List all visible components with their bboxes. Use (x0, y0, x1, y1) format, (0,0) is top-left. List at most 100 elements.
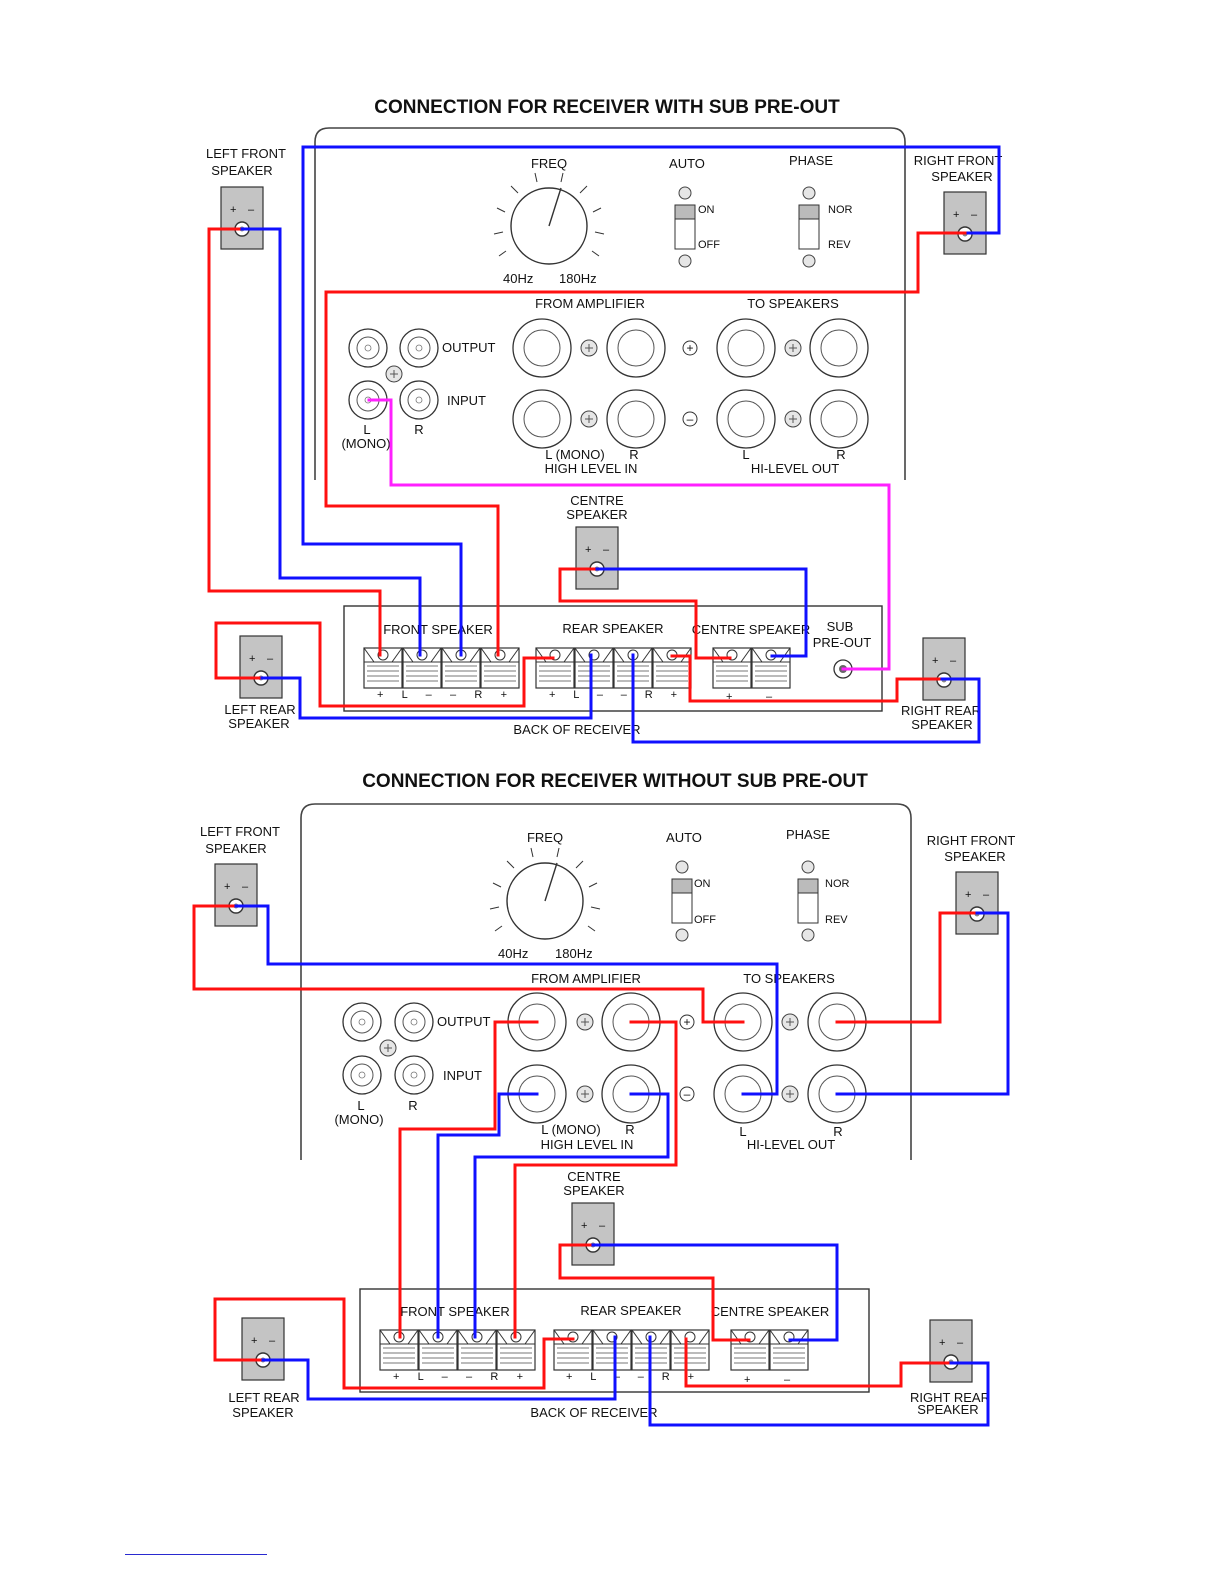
front-r-plus-terminal[interactable] (480, 647, 520, 689)
centre-plus-terminal[interactable] (712, 647, 752, 689)
freq-knob[interactable] (493, 172, 605, 265)
diagram1-wires (207, 145, 1001, 744)
output-label: OUTPUT (442, 340, 496, 355)
front-l-plus-terminal[interactable] (363, 647, 403, 689)
centre-label: CENTRE (570, 493, 624, 508)
input-mono-label-2: (MONO) (334, 1112, 383, 1127)
centre-speaker-icon-2 (571, 1202, 615, 1266)
auto-on-label-2: ON (694, 878, 711, 890)
high-in-r-plus-jack[interactable] (606, 318, 666, 378)
high-in-r-label: R (629, 447, 638, 462)
input-r-label-2: R (408, 1098, 417, 1113)
wire-right-front-negative (301, 145, 1001, 657)
phase-nor-label: NOR (828, 204, 853, 216)
subwoofer-panel-2 (300, 803, 912, 1160)
minus-label-2: – (684, 1087, 691, 1101)
plus-label-2: + (683, 1015, 690, 1029)
high-in-r-minus-jack[interactable] (606, 389, 666, 449)
right-front-speaker-icon-2 (955, 871, 999, 935)
hi-out-r-minus-jack[interactable] (809, 389, 869, 449)
right-rear-speaker-icon-2 (929, 1319, 973, 1383)
input-jack-r-2[interactable] (394, 1055, 434, 1095)
left-front-label-b: LEFT FRONT (200, 824, 280, 839)
diagram2-title: CONNECTION FOR RECEIVER WITHOUT SUB PRE-… (362, 771, 868, 792)
wire-front-l-minus-2 (436, 1092, 539, 1339)
diagram-with-sub-preout: CONNECTION FOR RECEIVER WITH SUB PRE-OUT… (206, 97, 1002, 744)
centre-minus-terminal-2[interactable] (769, 1329, 809, 1371)
wire-left-front-positive (207, 227, 382, 657)
rear-terminal-signs: + L – – R + (549, 689, 677, 701)
wire-sub-preout (367, 398, 891, 671)
rear-r-plus-terminal[interactable] (652, 647, 692, 689)
input-jack-l-2[interactable] (342, 1055, 382, 1095)
front-l-minus-terminal[interactable] (402, 647, 442, 689)
from-amplifier-label: FROM AMPLIFIER (535, 296, 645, 311)
screw-icon (781, 1085, 799, 1103)
auto-switch-2[interactable] (671, 860, 693, 942)
front-speaker-terminal-label-2: FRONT SPEAKER (400, 1304, 510, 1319)
wire-centre-negative-2 (591, 1243, 839, 1342)
high-in-r-label-2: R (625, 1122, 634, 1137)
output-jack-r-2[interactable] (394, 1002, 434, 1042)
phase-switch-2[interactable] (797, 860, 819, 942)
left-front-label: LEFT FRONT (206, 146, 286, 161)
screw-icon (781, 1013, 799, 1031)
wire-left-front-negative (240, 227, 422, 657)
phase-label-2: PHASE (786, 827, 830, 842)
wire-left-front-negative-2 (234, 904, 779, 1096)
hi-out-l-plus-jack[interactable] (716, 318, 776, 378)
high-in-l-plus-jack[interactable] (512, 318, 572, 378)
footer-link-underline[interactable] (125, 1554, 267, 1555)
rear-l-plus-terminal[interactable] (535, 647, 575, 689)
auto-on-label: ON (698, 204, 715, 216)
output-jack-l[interactable] (348, 328, 388, 368)
front-terminal-signs-2: + L – – R + (393, 1371, 523, 1383)
wire-left-rear-positive-2 (213, 1297, 575, 1390)
left-rear-label-2: SPEAKER (228, 716, 289, 731)
input-jack-r[interactable] (399, 380, 439, 420)
centre-plus-terminal-2[interactable] (730, 1329, 770, 1371)
wire-right-front-positive (324, 231, 967, 657)
sub-label: SUB (827, 619, 854, 634)
high-in-l-minus-jack[interactable] (512, 389, 572, 449)
rear-speaker-terminal-label: REAR SPEAKER (562, 621, 663, 636)
phase-rev-label: REV (828, 239, 851, 251)
hi-out-l-minus-jack[interactable] (716, 389, 776, 449)
back-of-receiver-label: BACK OF RECEIVER (513, 722, 640, 737)
hi-level-out-label: HI-LEVEL OUT (751, 461, 839, 476)
hi-out-r-label: R (836, 447, 845, 462)
wire-centre-positive-2 (558, 1243, 751, 1342)
screw-icon (576, 1085, 594, 1103)
right-front-label-b: RIGHT FRONT (927, 833, 1016, 848)
phase-switch[interactable] (798, 186, 820, 268)
wire-left-front-positive-2 (192, 904, 745, 1024)
input-label: INPUT (447, 393, 486, 408)
left-front-label-b2: SPEAKER (205, 841, 266, 856)
front-r-minus-terminal-2[interactable] (457, 1329, 497, 1371)
phase-label: PHASE (789, 153, 833, 168)
back-of-receiver-label-2: BACK OF RECEIVER (530, 1405, 657, 1420)
wire-right-rear-negative (631, 653, 981, 744)
rear-l-minus-terminal-2[interactable] (592, 1329, 632, 1371)
high-in-l-mono-label: L (MONO) (545, 447, 604, 462)
high-level-in-label-2: HIGH LEVEL IN (541, 1137, 634, 1152)
auto-switch[interactable] (674, 186, 696, 268)
centre-minus-terminal[interactable] (751, 647, 791, 689)
centre-label-2: SPEAKER (566, 507, 627, 522)
rear-l-plus-terminal-2[interactable] (553, 1329, 593, 1371)
left-front-label-2: SPEAKER (211, 163, 272, 178)
to-speakers-label-2: TO SPEAKERS (743, 971, 835, 986)
input-r-label: R (414, 422, 423, 437)
wire-front-r-plus-2 (513, 1020, 678, 1339)
freq-knob-2[interactable] (489, 847, 601, 940)
wire-left-rear-positive (214, 621, 555, 708)
hi-out-r-plus-jack[interactable] (809, 318, 869, 378)
rear-r-plus-terminal-2[interactable] (670, 1329, 710, 1371)
diagram-without-sub-preout: CONNECTION FOR RECEIVER WITHOUT SUB PRE-… (192, 771, 1016, 1427)
output-jack-l-2[interactable] (342, 1002, 382, 1042)
rear-l-minus-terminal[interactable] (574, 647, 614, 689)
left-rear-label-b: LEFT REAR (228, 1390, 299, 1405)
screw-icon (580, 339, 598, 357)
output-jack-r[interactable] (399, 328, 439, 368)
